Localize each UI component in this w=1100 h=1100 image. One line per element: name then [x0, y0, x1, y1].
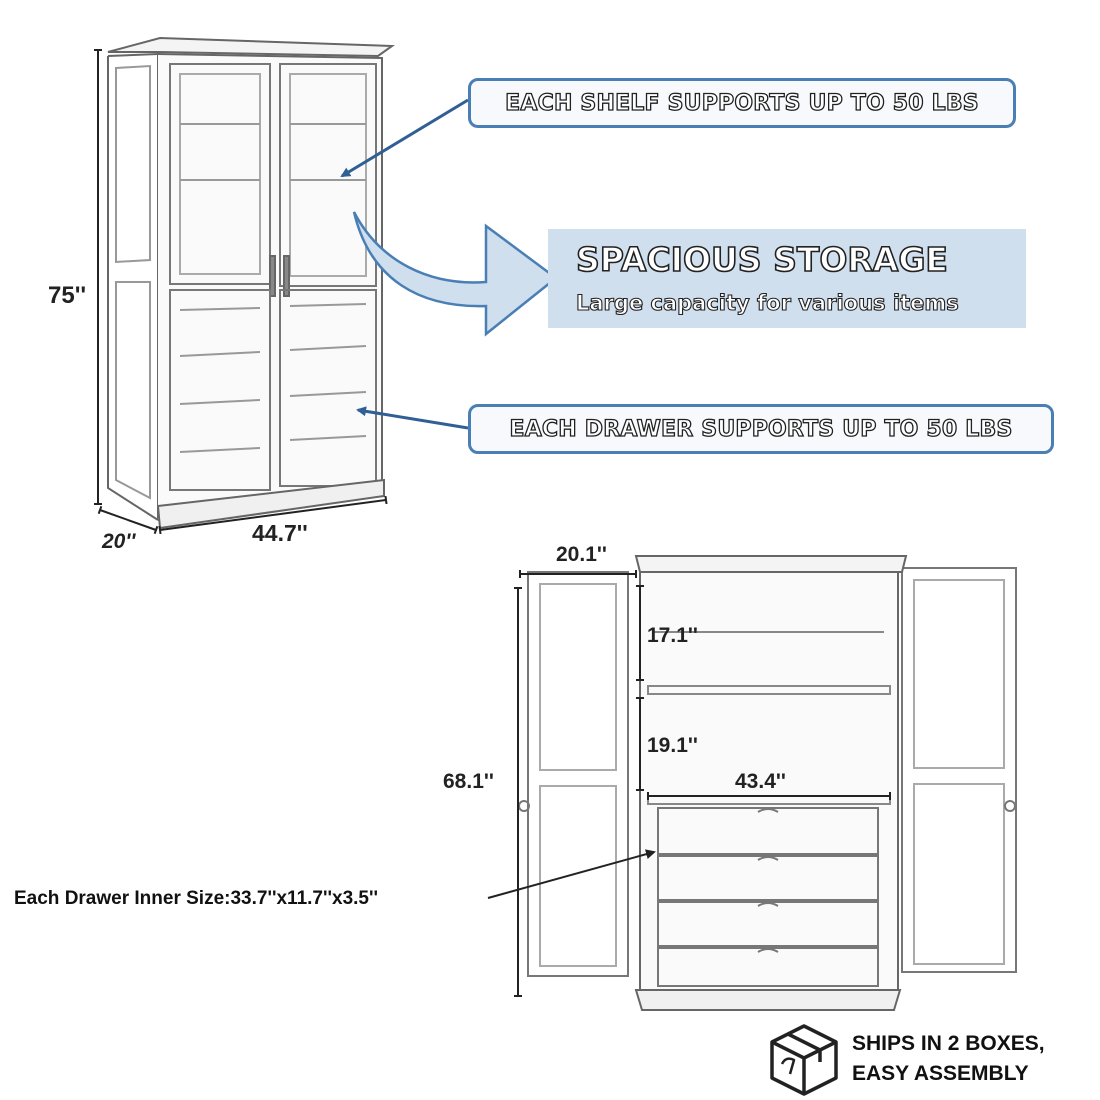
spacious-storage-panel: [548, 229, 1026, 328]
shipping-line-2: EASY ASSEMBLY: [852, 1062, 1029, 1085]
dimension-lines-closed: [94, 49, 388, 535]
door-depth-label: 20.1'': [556, 543, 607, 566]
open-cabinet: [518, 555, 1017, 1011]
inner-width-label: 43.4'': [735, 770, 786, 793]
height-label: 75'': [48, 282, 87, 309]
depth-label: 20'': [102, 530, 136, 553]
shelf-arrow: [340, 98, 469, 178]
storage-arrow-icon: [352, 211, 559, 337]
shipping-line-1: SHIPS IN 2 BOXES,: [852, 1032, 1045, 1055]
box-icon: [770, 1024, 838, 1096]
drawer-support-callout: EACH DRAWER SUPPORTS UP TO 50 LBS: [468, 404, 1054, 454]
spacious-storage-title: SPACIOUS STORAGE: [575, 239, 949, 280]
drawer-inner-size-label: Each Drawer Inner Size:33.7''x11.7''x3.5…: [14, 888, 379, 909]
closed-cabinet: [107, 36, 395, 530]
drawer-support-text: EACH DRAWER SUPPORTS UP TO 50 LBS: [509, 416, 1013, 442]
dimension-lines-open: [487, 570, 891, 997]
shelf-support-text: EACH SHELF SUPPORTS UP TO 50 LBS: [504, 90, 979, 116]
inner-height-label: 68.1'': [443, 770, 494, 793]
spacious-storage-subtitle: Large capacity for various items: [575, 290, 959, 315]
shelf-support-callout: EACH SHELF SUPPORTS UP TO 50 LBS: [468, 78, 1016, 128]
callout-arrows: [340, 98, 559, 430]
width-label: 44.7'': [252, 520, 308, 546]
upper-shelf-label: 17.1'': [647, 624, 698, 647]
lower-shelf-label: 19.1'': [647, 734, 698, 757]
drawer-size-pointer: [487, 849, 656, 899]
drawer-arrow: [356, 406, 469, 430]
